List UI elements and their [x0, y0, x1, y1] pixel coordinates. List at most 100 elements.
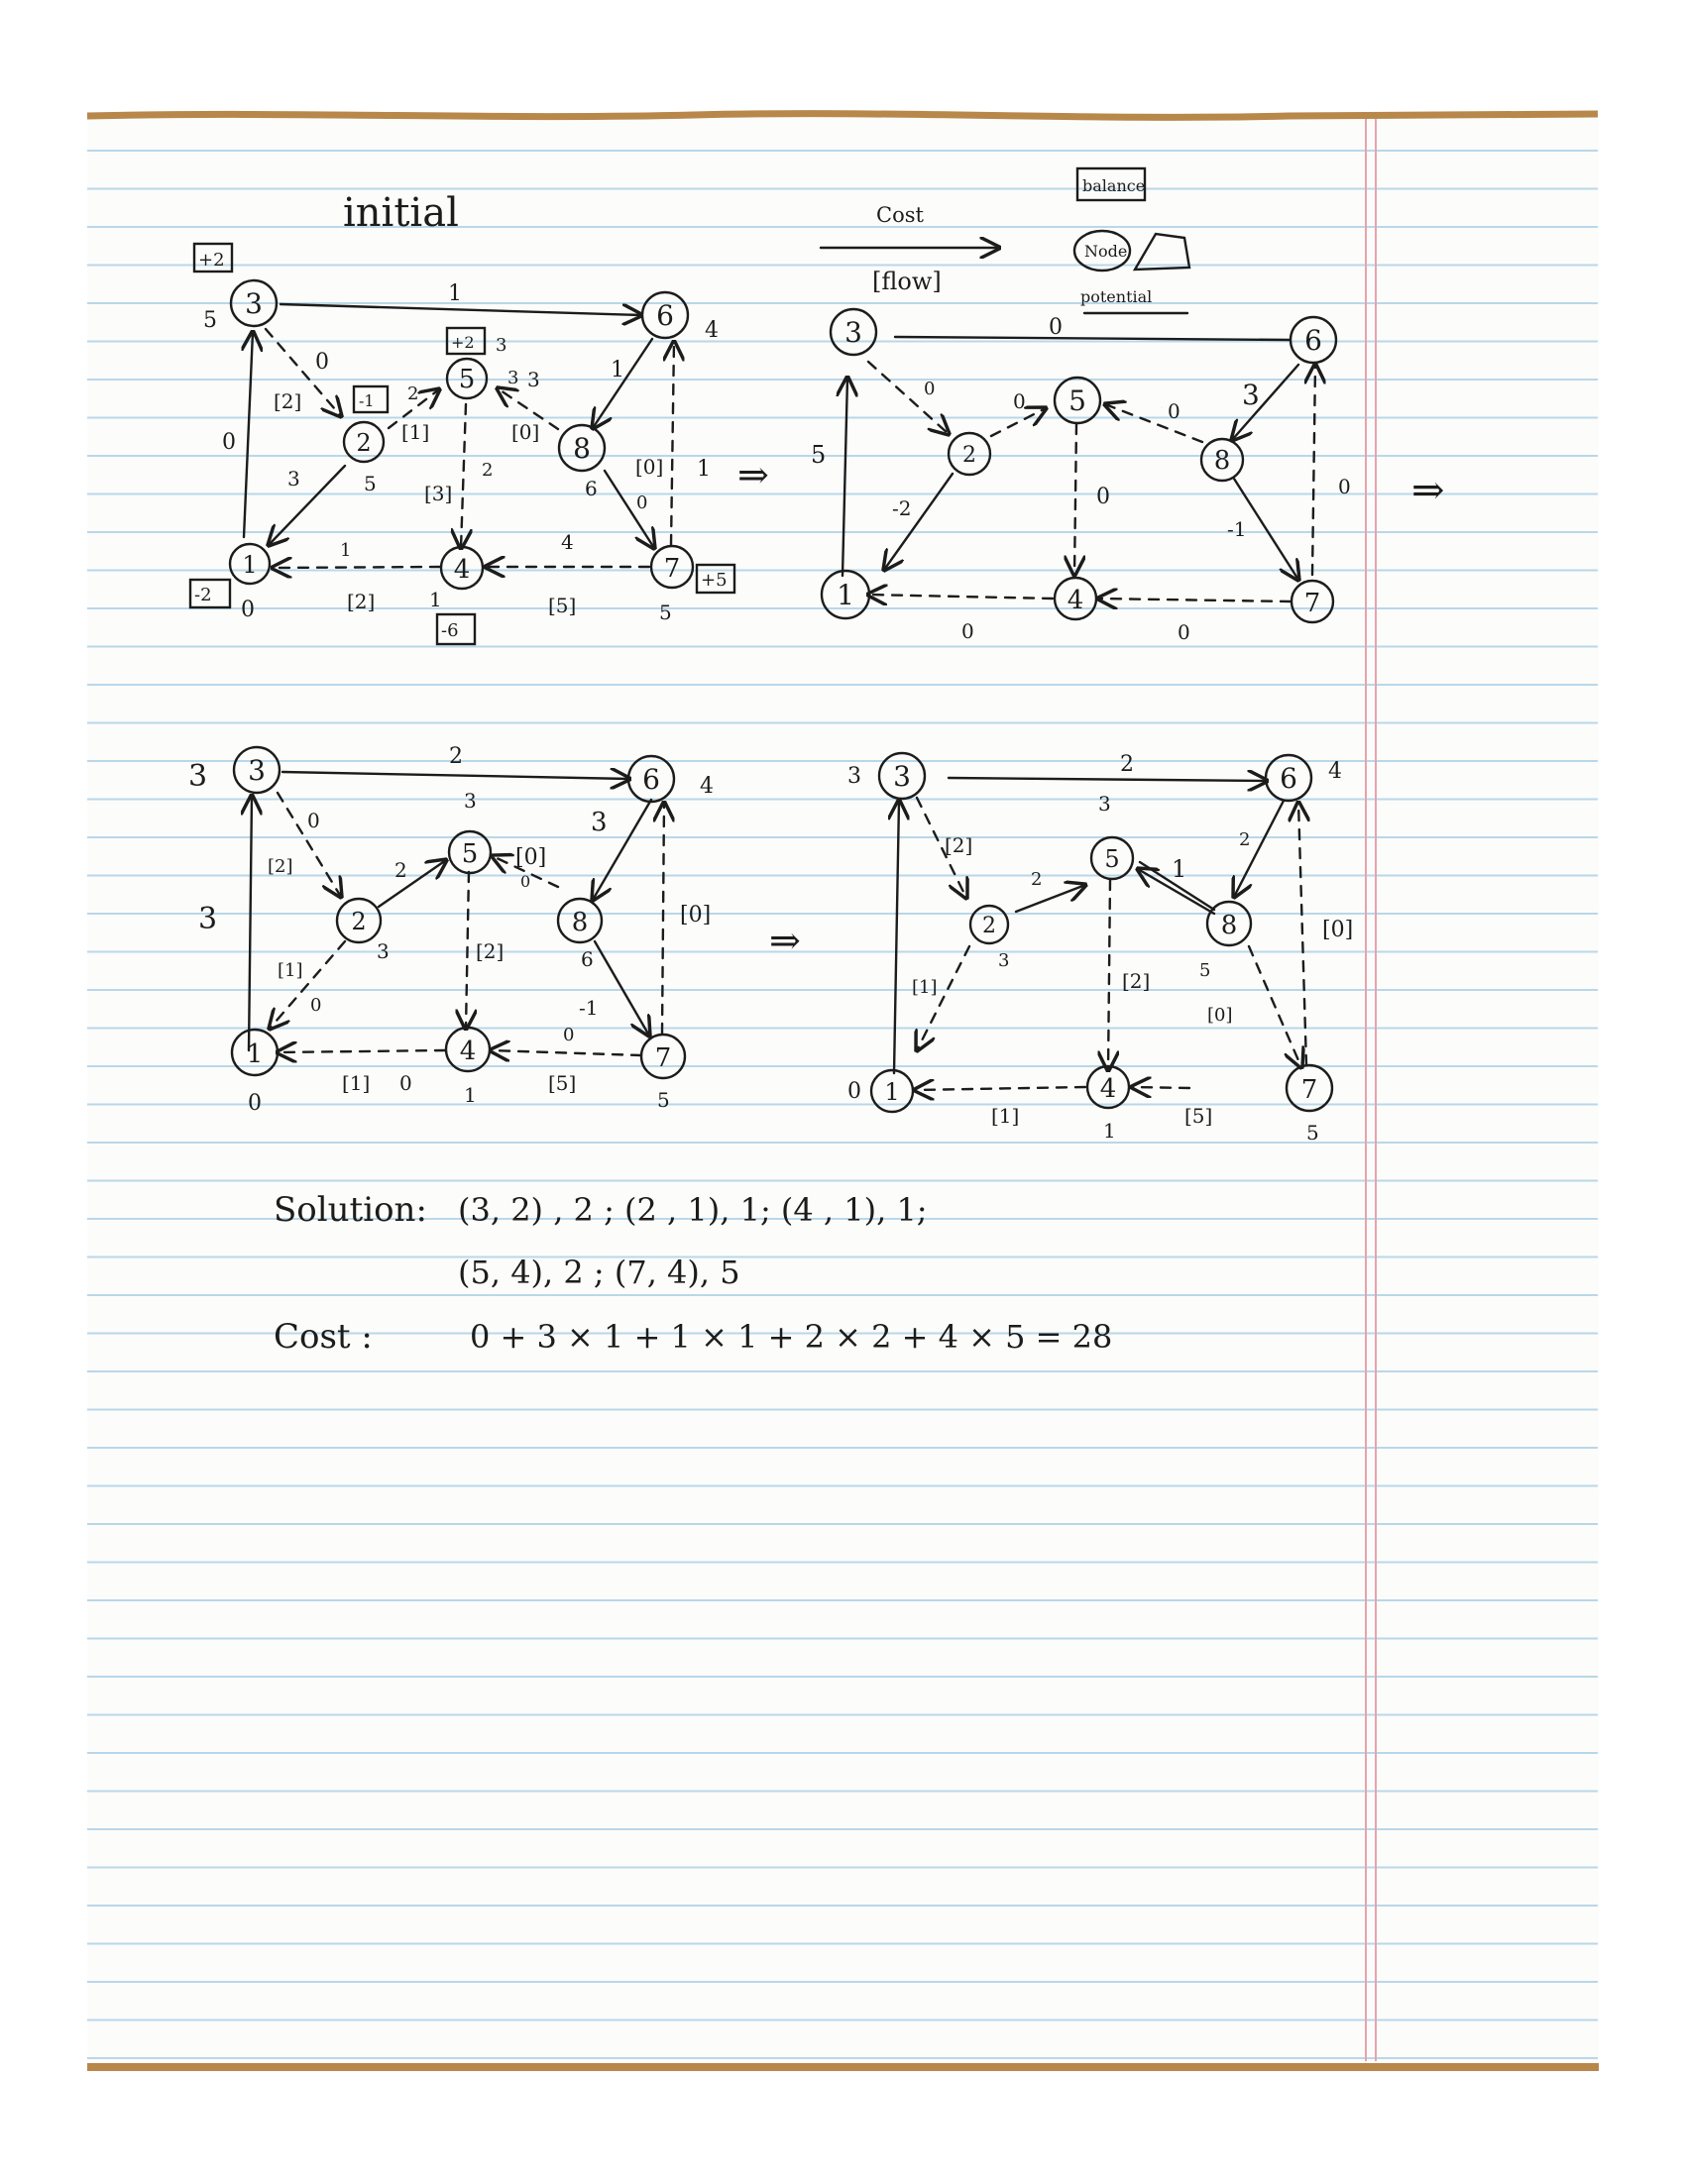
g1-balance: -6 [441, 620, 459, 641]
g4-node-label: 2 [982, 914, 996, 938]
g3-edge-labels: 2 0 [2] 2 [2] 3 [1] 0 [0] [0] 0 3 -1 [1]… [198, 744, 711, 1095]
g2-node-label: 8 [1214, 446, 1231, 476]
g1-label: 1 [340, 540, 351, 561]
g1-label: [2] [274, 389, 301, 413]
g3-node-label: 7 [655, 1043, 672, 1073]
g3-edge-4-1 [278, 1050, 447, 1052]
g3-node-circle [444, 1026, 492, 1073]
g3-potential: 5 [657, 1088, 670, 1112]
g3-label: [1] [342, 1071, 370, 1095]
g2-edge-1-3 [842, 378, 847, 578]
g3-label: 0 [307, 809, 320, 832]
legend-flow: [flow] [872, 268, 942, 295]
g3-potential: 1 [464, 1083, 477, 1107]
g4-label: [1] [991, 1104, 1019, 1128]
g1-potential: 3 [496, 335, 506, 356]
g3-label: [0] [515, 845, 546, 870]
g1-label: 0 [315, 350, 329, 375]
g2-edge-2-1 [884, 472, 955, 570]
g3-label: 3 [198, 902, 217, 936]
g4-edge-labels: 2 [2] 2 1 2 [0] [1] [2] [0] [1] [5] [912, 752, 1353, 1128]
g1-node-circle [342, 420, 386, 464]
g2-edge-labels: 0 5 0 0 0 3 0 -2 0 -1 0 0 0 [811, 315, 1351, 644]
g4-node-circle [869, 1068, 915, 1114]
g3-label: -1 [579, 996, 598, 1020]
g2-label: 0 [1178, 620, 1190, 644]
g2-node-circle [1199, 437, 1245, 483]
g2-label: 5 [811, 441, 826, 469]
g3-label: 0 [520, 872, 530, 891]
g3-node-label: 1 [247, 1039, 264, 1069]
legend-node: Node [1084, 242, 1127, 261]
g4-label: 2 [1031, 869, 1042, 890]
g4-label: [0] [1207, 1005, 1233, 1026]
g1-node-circle [228, 542, 272, 586]
g1-label: [1] [401, 420, 429, 444]
g2-node-circle [829, 307, 878, 357]
g1-node-circle [640, 290, 690, 340]
g1-balance: +5 [701, 570, 728, 591]
solution-label: Solution: [274, 1190, 427, 1230]
g4-nodes: 3 6 5 2 8 1 4 7 [869, 751, 1334, 1114]
g4-potential: 3 [847, 764, 861, 789]
g1-nodes: 3 6 5 2 8 1 4 7 [228, 278, 695, 591]
g1-node-circle [439, 545, 485, 591]
g1-balance-box [435, 612, 477, 646]
legend-potential: potential [1080, 287, 1152, 306]
g4-node-circle [1089, 835, 1135, 881]
legend-balance: balance [1082, 176, 1145, 195]
g2-edge-4-1 [868, 595, 1055, 599]
g3-node-label: 2 [351, 908, 366, 935]
g3-node-circle [232, 745, 281, 795]
g4-edge-8-7 [1247, 944, 1301, 1067]
g1-edge-2-1 [269, 464, 347, 545]
g1-label: 0 [222, 430, 236, 455]
g1-label: 3 [507, 368, 518, 388]
g1-label: [3] [424, 482, 452, 505]
solution-line-1: (3, 2) , 2 ; (2 , 1), 1; (4 , 1), 1; [458, 1191, 928, 1229]
graph-reduced1: 3 6 5 2 8 1 4 7 0 5 0 0 0 3 0 -2 0 -1 [811, 307, 1351, 644]
g4-label: [2] [945, 833, 972, 857]
g3-node-circle [556, 897, 604, 944]
g1-label: 3 [527, 368, 540, 391]
g1-balance-box [445, 326, 487, 356]
g1-node-label: 2 [356, 429, 371, 457]
g4-potential: 5 [1306, 1121, 1319, 1145]
g3-node-circle [626, 754, 676, 804]
g4-edge-6-8 [1234, 799, 1286, 897]
g4-node-label: 1 [884, 1078, 899, 1106]
g4-edge-5-8 [1138, 860, 1216, 912]
g4-node-circle [1264, 753, 1313, 803]
g4-potential: 3 [1098, 792, 1111, 816]
g3-label: [2] [476, 939, 504, 963]
g1-node-label: 6 [656, 299, 674, 332]
legend: Cost [flow] balance Node potential [819, 166, 1191, 315]
g3-potentials: 3 4 3 3 6 0 1 5 [188, 759, 714, 1116]
g2-node-label: 4 [1067, 586, 1084, 615]
g1-node-circle [557, 423, 607, 473]
g1-edge-3-2 [264, 327, 341, 416]
g3-label: 2 [394, 858, 407, 882]
g1-edge-6-8 [593, 337, 654, 428]
g2-node-label: 3 [844, 316, 862, 349]
g2-label: 0 [1096, 485, 1110, 509]
g1-potential: 0 [241, 598, 255, 622]
g3-label: 2 [449, 744, 463, 769]
g1-label: 1 [611, 358, 624, 382]
g4-node-label: 8 [1221, 911, 1238, 940]
g1-label: 4 [561, 530, 574, 554]
g4-edge-7-6 [1298, 803, 1306, 1067]
g2-label: -2 [892, 496, 911, 520]
g4-edge-2-1 [917, 944, 971, 1050]
solution-block: Solution: (3, 2) , 2 ; (2 , 1), 1; (4 , … [274, 1190, 1112, 1357]
g2-label: 3 [1242, 379, 1260, 411]
g2-node-circle [1290, 579, 1335, 624]
g3-edge-6-8 [593, 798, 653, 900]
g1-node-circle [649, 544, 695, 590]
graph-final: 3 6 5 2 8 1 4 7 2 [2] 2 1 2 [0] [1] [2] … [847, 751, 1353, 1145]
g1-label: 2 [407, 383, 418, 404]
g1-edge-3-6 [279, 302, 641, 315]
g1-edge-4-1 [273, 567, 442, 568]
